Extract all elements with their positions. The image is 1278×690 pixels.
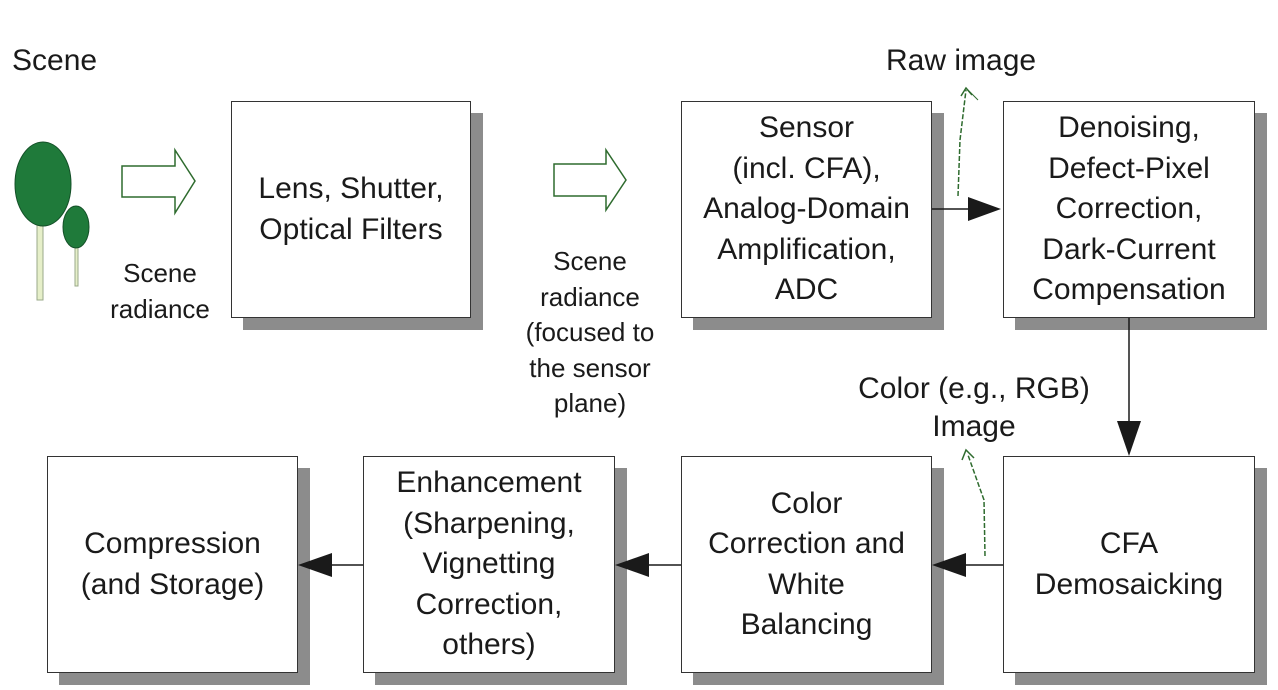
scene-radiance-label: Scene radiance <box>105 256 215 327</box>
text-line: CFA <box>1099 527 1159 560</box>
arrow-icon <box>932 553 1003 577</box>
text-line: radiance <box>540 281 640 312</box>
text-line: ADC <box>774 273 839 307</box>
text-line: others) <box>442 628 536 662</box>
text-line: Correction and <box>708 527 905 560</box>
tree-icon <box>14 141 72 301</box>
tap-arrow-icon <box>957 86 979 197</box>
lens-shutter-filters-box: Lens, Shutter, Optical Filters <box>231 101 471 318</box>
text-line: (and Storage) <box>80 567 265 601</box>
compression-box: Compression (and Storage) <box>47 456 298 673</box>
text-line: Amplification, <box>717 232 896 266</box>
cfa-demosaicking-box: CFA Demosaicking <box>1003 456 1255 673</box>
text-line: Compensation <box>1032 273 1226 307</box>
text-line: Lens, Shutter, <box>258 172 444 205</box>
hollow-arrow-icon <box>121 147 196 216</box>
text-line: Dark-Current <box>1042 232 1216 266</box>
text-line: (incl. CFA), <box>732 151 881 185</box>
text-line: Enhancement <box>396 466 582 500</box>
text-line: Defect-Pixel <box>1048 151 1210 185</box>
text-line: Correction, <box>415 587 563 621</box>
arrow-icon <box>615 553 681 577</box>
text-line: the sensor <box>529 352 651 383</box>
text-line: Color <box>770 486 843 520</box>
color-image-label: Color (e.g., RGB) Image <box>843 370 1105 446</box>
arrow-icon <box>298 553 363 577</box>
scene-label: Scene <box>12 44 98 77</box>
text-line: radiance <box>110 293 210 324</box>
text-line: Analog-Domain <box>703 192 910 226</box>
text-line: (Sharpening, <box>403 506 575 540</box>
focused-radiance-label: Scene radiance (focused to the sensor plane) <box>510 244 670 422</box>
text-line: Correction, <box>1055 192 1203 226</box>
text-line: Demosaicking <box>1034 567 1224 601</box>
arrow-icon <box>1117 318 1141 456</box>
text-line: Vignetting <box>422 547 556 581</box>
text-line: Denoising, <box>1058 111 1200 145</box>
text-line: Color (e.g., RGB) <box>858 372 1090 405</box>
text-line: Scene <box>553 246 627 276</box>
text-line: Optical Filters <box>259 212 443 246</box>
text-line: Image <box>932 410 1016 443</box>
text-line: (focused to <box>525 317 655 347</box>
raw-image-label: Raw image <box>886 44 1037 77</box>
tree-icon <box>62 205 90 287</box>
hollow-arrow-icon <box>553 147 627 213</box>
text-line: Sensor <box>758 111 855 145</box>
text-line: White <box>768 567 845 601</box>
tap-arrow-icon <box>961 448 986 557</box>
arrow-icon <box>932 197 1001 221</box>
text-line: Compression <box>84 527 261 560</box>
text-line: plane) <box>553 388 627 418</box>
text-line: Balancing <box>740 608 873 641</box>
text-line: Scene <box>123 258 197 288</box>
